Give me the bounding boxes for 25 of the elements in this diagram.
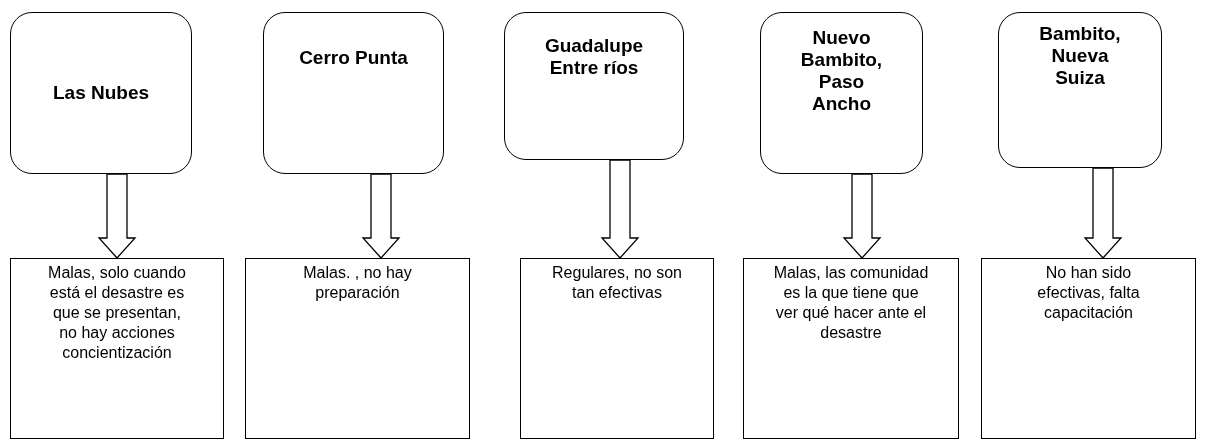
location-box [504, 12, 684, 160]
description-text: No han sido efectivas, falta capacitación [1036, 263, 1141, 323]
description-text: Regulares, no son tan efectivas [551, 263, 683, 303]
location-box [760, 12, 923, 174]
location-name: Cerro Punta [299, 47, 408, 69]
location-box [998, 12, 1162, 168]
location-box [10, 12, 192, 174]
block-arrow [1083, 167, 1123, 259]
description-box [10, 258, 224, 439]
description-text: Malas, las comunidad es la que tiene que ver qué hacer ante el desastre [772, 263, 930, 343]
location-name: Nuevo Bambito, Paso Ancho [799, 27, 884, 115]
description-text: Malas, solo cuando está el desastre es que se presentan, no hay acciones concientización [47, 263, 187, 363]
block-arrow [842, 173, 882, 259]
location-name: Guadalupe Entre ríos [543, 35, 645, 79]
location-name: Bambito, Nueva Suiza [1038, 23, 1122, 89]
description-text: Malas. , no hay preparación [302, 263, 413, 303]
description-box [743, 258, 959, 439]
block-arrow [97, 173, 137, 259]
location-box [263, 12, 444, 174]
block-arrow [600, 159, 640, 259]
description-box [245, 258, 470, 439]
description-box [981, 258, 1196, 439]
description-box [520, 258, 714, 439]
location-name: Las Nubes [52, 82, 150, 104]
block-arrow [361, 173, 401, 259]
